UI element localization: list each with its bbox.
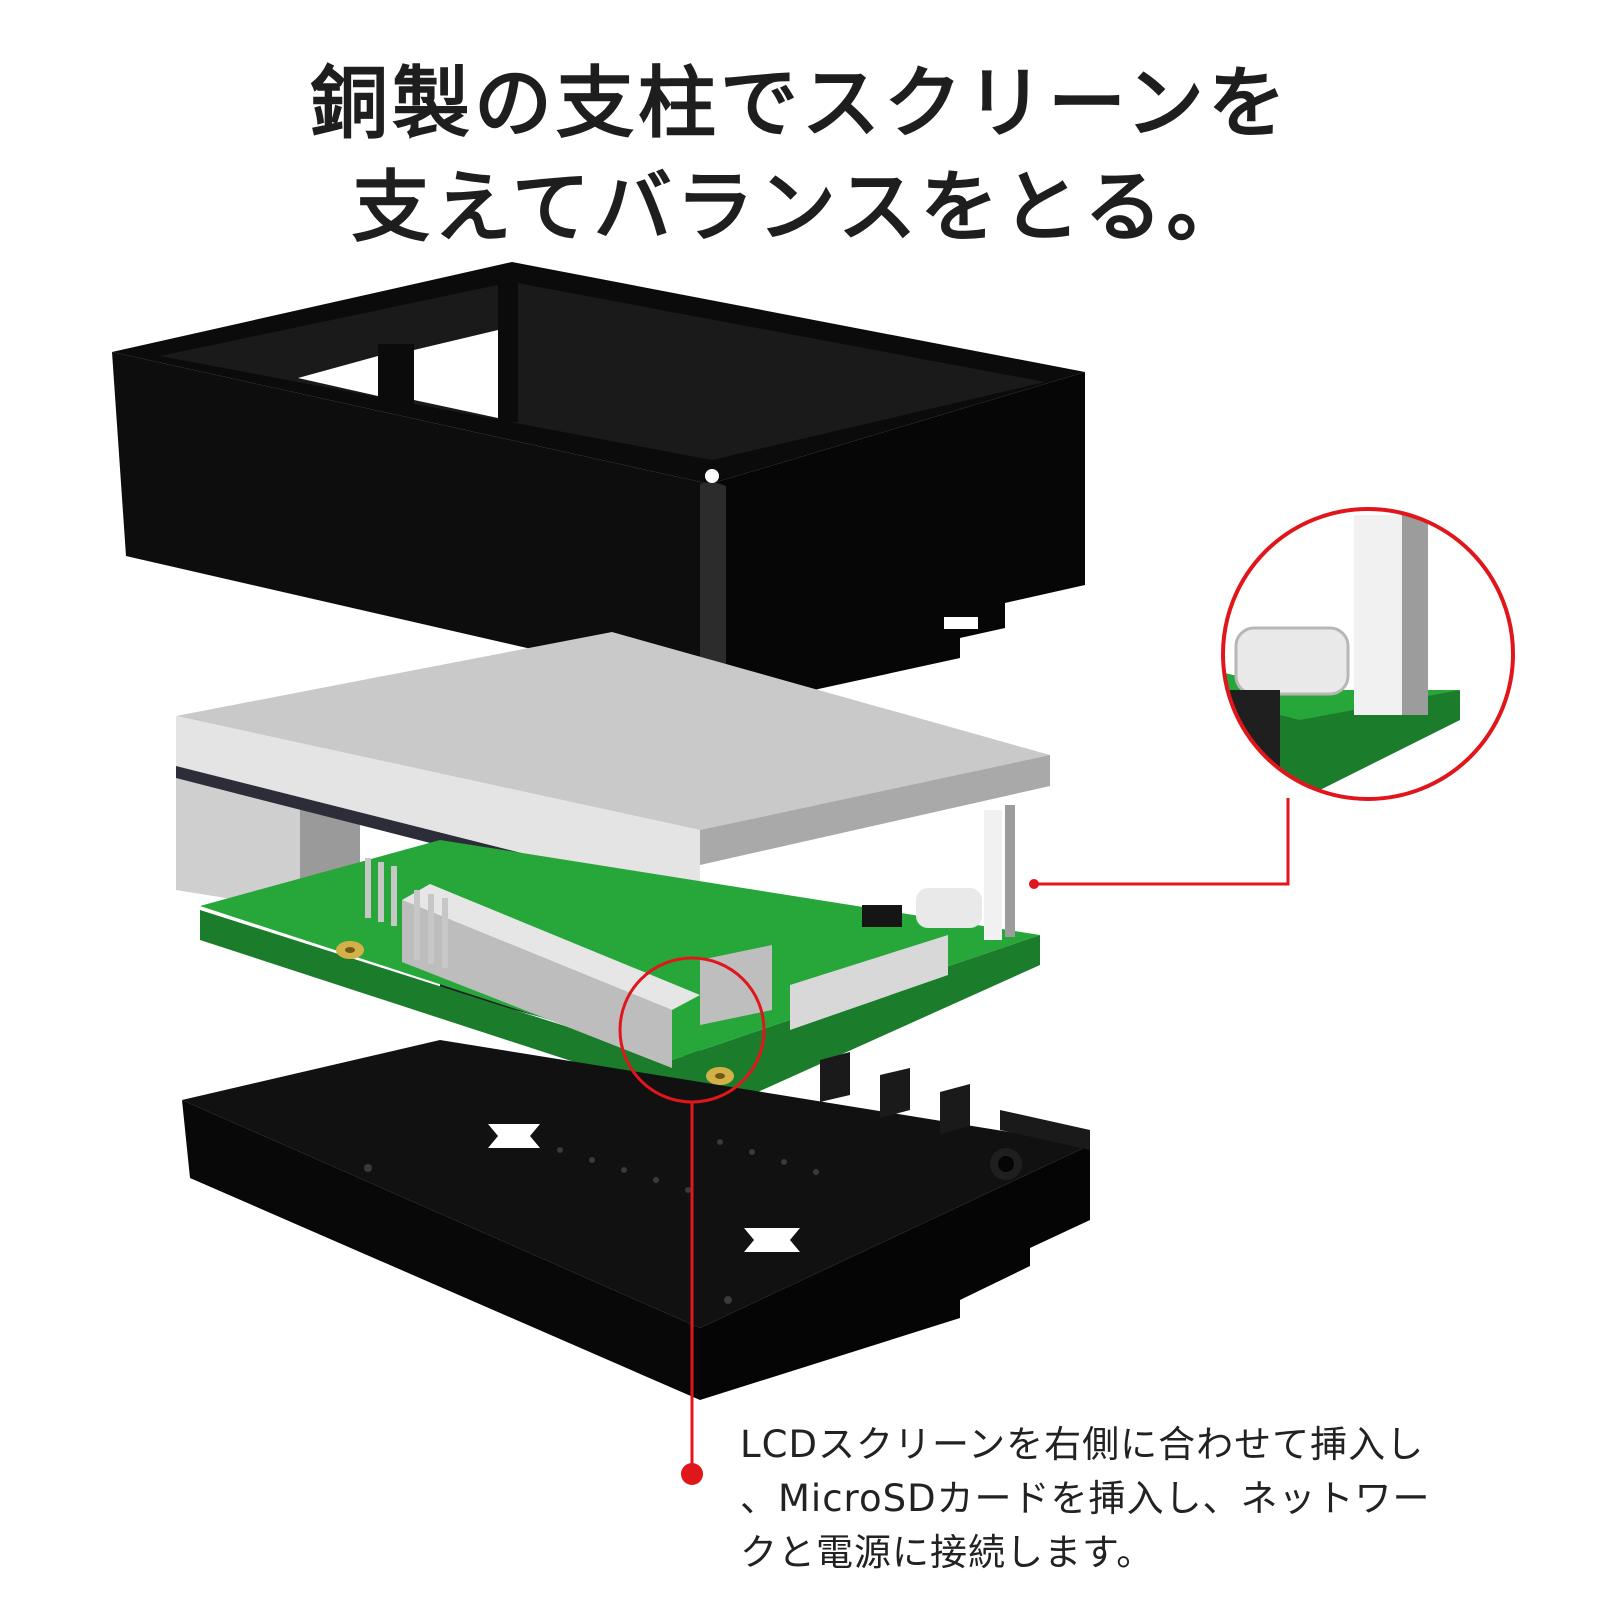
gpio-header: [402, 884, 700, 1068]
caption-line-3: クと電源に接続します。: [740, 1531, 1155, 1574]
top-cover: [112, 262, 1085, 693]
pcb-board: [200, 805, 1040, 1100]
installation-caption: LCDスクリーンを右側に合わせて挿入し 、MicroSDカードを挿入し、ネットワ…: [740, 1418, 1460, 1580]
caption-line-1: LCDスクリーンを右側に合わせて挿入し: [740, 1423, 1425, 1466]
base-case: [182, 1040, 1090, 1400]
headline-line-2: 支えてバランスをとる。: [351, 163, 1249, 253]
caption-line-2: 、MicroSDカードを挿入し、ネットワー: [740, 1477, 1431, 1520]
zoom-detail-standoff: [1221, 507, 1515, 801]
headline: 銅製の支柱でスクリーンを 支えてバランスをとる。: [0, 52, 1600, 260]
headline-line-1: 銅製の支柱でスクリーンを: [309, 59, 1291, 149]
callout-lines: [618, 798, 1290, 1485]
